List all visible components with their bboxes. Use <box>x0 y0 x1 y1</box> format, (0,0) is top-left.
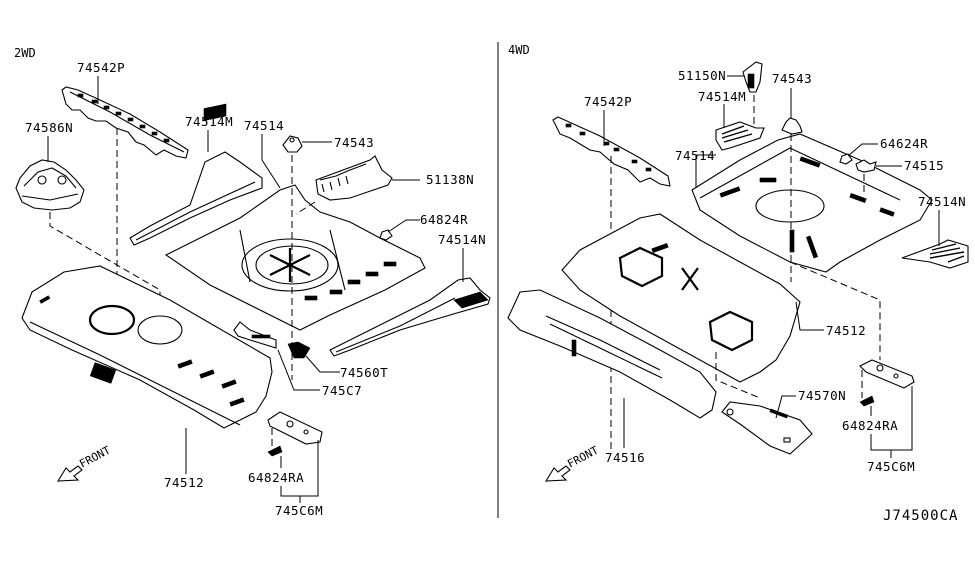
part-51150n-4wd[interactable] <box>742 61 763 93</box>
label-74514m-4wd: 74514M <box>698 89 746 104</box>
part-745c6m-2wd[interactable] <box>267 411 323 445</box>
label-64624r-4wd: 64624R <box>880 136 928 151</box>
label-74586n-2wd: 74586N <box>25 120 73 135</box>
drawing-code: J74500CA <box>883 508 958 524</box>
front-arrow-4wd: FRONT <box>544 443 601 482</box>
part-74515-4wd[interactable] <box>855 159 877 173</box>
part-74514m-4wd[interactable] <box>715 121 765 151</box>
label-51150n-4wd: 51150N <box>678 68 726 83</box>
part-74514n-2wd[interactable] <box>329 277 491 357</box>
section-2wd: 2WD 74542P 74586N <box>14 46 491 518</box>
label-74542p-4wd: 74542P <box>584 94 632 109</box>
part-74542p-2wd[interactable] <box>61 86 189 159</box>
part-74586n-2wd[interactable] <box>15 159 85 211</box>
label-64824ra-2wd: 64824RA <box>248 470 304 485</box>
part-745c6m-4wd[interactable] <box>859 359 915 389</box>
part-64824ra-2wd[interactable] <box>267 445 283 457</box>
part-74542p-4wd[interactable] <box>552 116 671 187</box>
part-74543-4wd[interactable] <box>781 117 803 135</box>
part-74514m-2wd[interactable] <box>129 103 263 246</box>
part-74570n-4wd[interactable] <box>721 401 813 455</box>
part-745c7-2wd[interactable] <box>233 321 277 349</box>
part-74514-4wd[interactable] <box>691 133 933 273</box>
label-74514n-4wd: 74514N <box>918 194 966 209</box>
label-74512-2wd: 74512 <box>164 475 204 490</box>
section-title-4wd: 4WD <box>508 43 530 57</box>
label-74514m-2wd: 74514M <box>185 114 233 129</box>
part-64624r-4wd[interactable] <box>839 153 853 165</box>
label-745c6m-2wd: 745C6M <box>275 503 323 518</box>
part-64824ra-4wd[interactable] <box>859 395 875 407</box>
label-74514-4wd: 74514 <box>675 148 715 163</box>
label-64824r-2wd: 64824R <box>420 212 468 227</box>
label-74560t-2wd: 74560T <box>340 365 388 380</box>
label-74515-4wd: 74515 <box>904 158 944 173</box>
part-74512-2wd[interactable] <box>21 265 273 429</box>
front-label-4wd: FRONT <box>565 443 601 470</box>
front-arrow-2wd: FRONT <box>56 443 113 482</box>
label-74514-2wd: 74514 <box>244 118 284 133</box>
label-74516-4wd: 74516 <box>605 450 645 465</box>
label-74543-4wd: 74543 <box>772 71 812 86</box>
section-title-2wd: 2WD <box>14 46 36 60</box>
label-74512-4wd: 74512 <box>826 323 866 338</box>
part-74543-2wd[interactable] <box>282 135 303 153</box>
label-745c6m-4wd: 745C6M <box>867 459 915 474</box>
label-74514n-2wd: 74514N <box>438 232 486 247</box>
label-74542p-2wd: 74542P <box>77 60 125 75</box>
label-74543-2wd: 74543 <box>334 135 374 150</box>
label-64824ra-4wd: 64824RA <box>842 418 898 433</box>
part-74560t-2wd[interactable] <box>287 341 311 359</box>
label-51138n-2wd: 51138N <box>426 172 474 187</box>
front-label-2wd: FRONT <box>77 443 113 470</box>
label-74570n-4wd: 74570N <box>798 388 846 403</box>
label-745c7-2wd: 745C7 <box>322 383 362 398</box>
part-74512-4wd[interactable] <box>561 213 801 383</box>
part-64824r-2wd[interactable] <box>379 229 393 241</box>
section-4wd: 4WD 51150N 74542P 74514M <box>507 43 969 482</box>
part-74514n-4wd[interactable] <box>901 239 969 269</box>
part-74516-4wd[interactable] <box>507 289 717 419</box>
part-51138n-2wd[interactable] <box>315 155 393 201</box>
